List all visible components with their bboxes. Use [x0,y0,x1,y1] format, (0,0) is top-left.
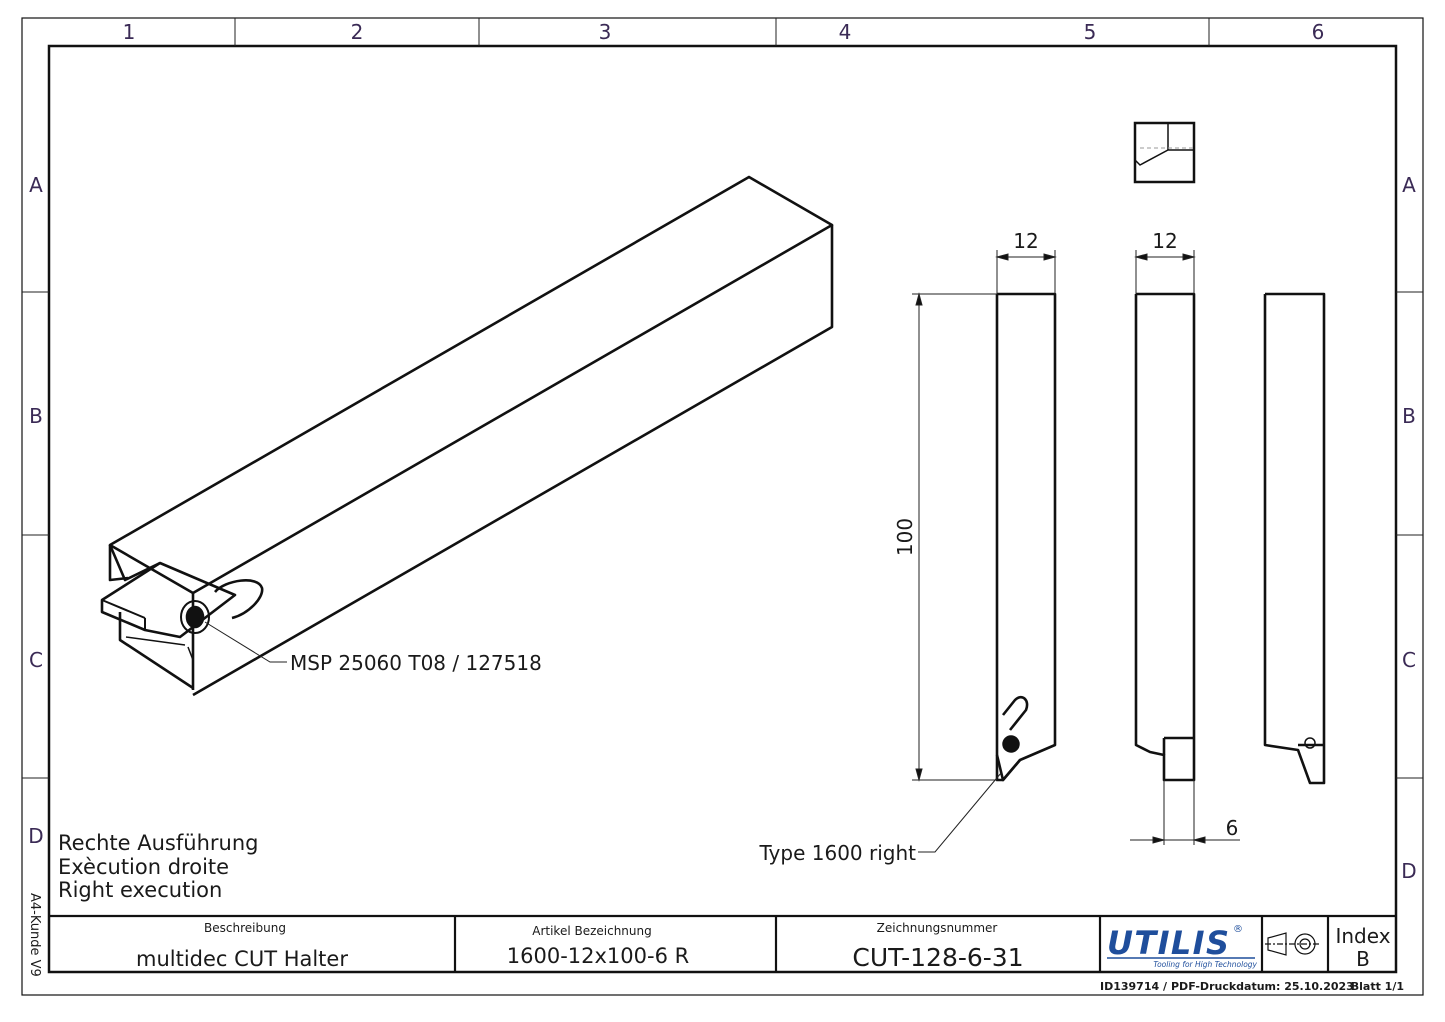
description-value: multidec CUT Halter [136,947,348,971]
zone-row-a-left: A [29,173,43,197]
zone-col-4: 4 [839,20,852,44]
zone-row-d-left: D [28,824,43,848]
outer-frame [21,17,1424,996]
drawing-number-header: Zeichnungsnummer [877,921,998,935]
zone-ticks [22,18,1423,779]
back-view [1263,292,1326,785]
footer-print-date: PDF-Druckdatum: 25.10.2023 [1171,980,1354,993]
projection-symbol-icon [1265,932,1320,956]
side-format-label: A4-Kunde V9 [27,893,42,977]
logo-tagline: Tooling for High Technology [1153,960,1257,969]
zone-col-1: 1 [123,20,136,44]
zone-row-c-left: C [29,648,43,672]
insert-type-callout: Type 1600 right [758,841,916,865]
dim-width-front: 12 [1013,229,1038,253]
note-english: Right execution [58,878,222,902]
index-value: B [1356,947,1370,971]
dimension-lines [912,250,1240,853]
screw-callout: MSP 25060 T08 / 127518 [290,651,542,675]
zone-row-b-right: B [1402,404,1416,428]
index-label: Index [1335,924,1390,948]
note-french: Exècution droite [58,855,229,879]
logo-registered-mark: ® [1233,924,1243,935]
screw-leader [204,621,287,663]
zone-col-5: 5 [1084,20,1097,44]
article-header: Artikel Bezeichnung [532,924,652,938]
zone-row-d-right: D [1401,859,1416,883]
dim-length: 100 [893,518,917,556]
dim-width-side: 12 [1152,229,1177,253]
front-view [995,292,1057,782]
drawing-number-value: CUT-128-6-31 [852,943,1023,972]
dim-offset: 6 [1226,816,1239,840]
isometric-view [100,175,834,697]
zone-row-b-left: B [29,404,43,428]
company-logo: UTILIS [1107,924,1229,962]
footer-id: ID139714 / [1100,980,1168,993]
end-view [1133,121,1196,184]
side-view [1134,292,1196,782]
zone-col-3: 3 [599,20,612,44]
article-value: 1600-12x100-6 R [507,944,689,968]
zone-row-c-right: C [1402,648,1416,672]
zone-col-6: 6 [1312,20,1325,44]
footer-sheet: Blatt 1/1 [1351,980,1404,993]
title-block-lines [49,914,1396,972]
zone-col-2: 2 [351,20,364,44]
note-german: Rechte Ausführung [58,831,258,855]
description-header: Beschreibung [204,921,286,935]
zone-row-a-right: A [1402,173,1416,197]
inner-frame [47,44,1398,974]
